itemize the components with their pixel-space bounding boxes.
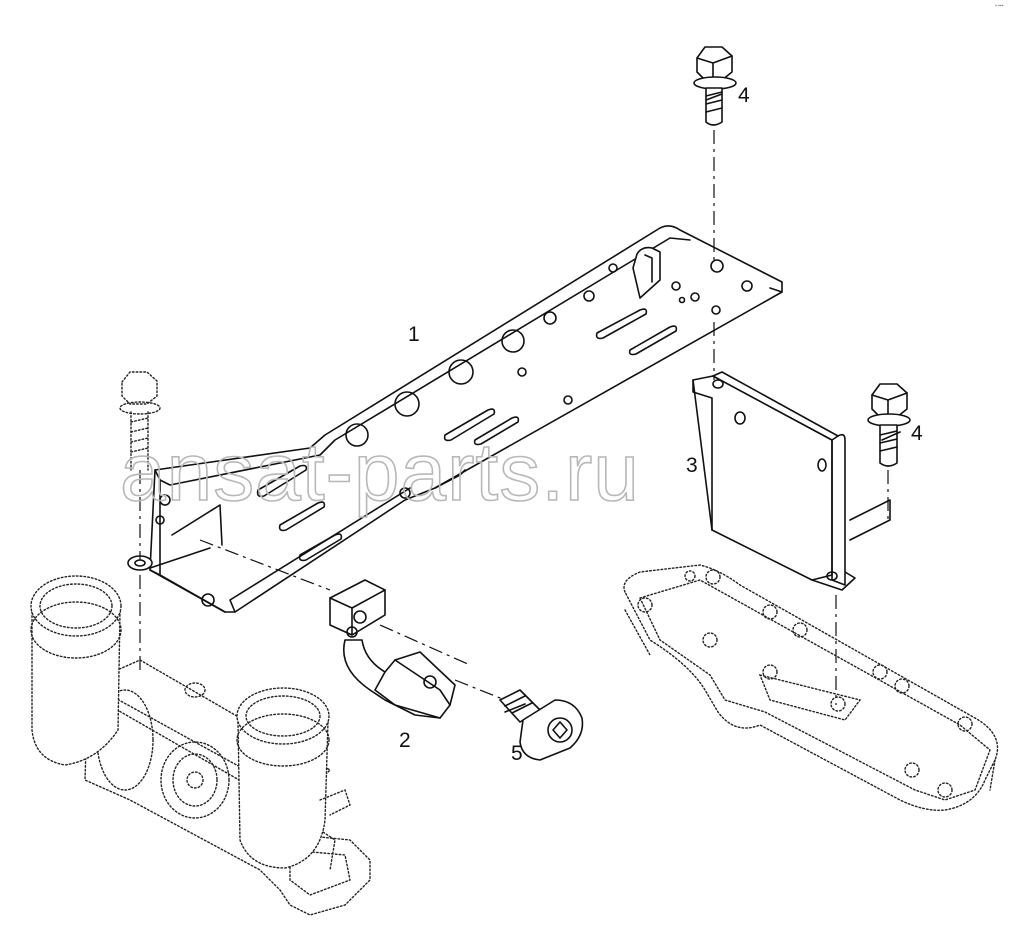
watermark-text: ansat-parts.ru bbox=[120, 427, 640, 518]
leader-line-4-top bbox=[705, 93, 723, 101]
assembly-center-lines bbox=[139, 130, 889, 705]
housing-left-dotted bbox=[30, 575, 371, 916]
callout-1: 1 bbox=[408, 323, 420, 346]
corner-mark: ▪ ▪▪▪ bbox=[995, 3, 1004, 9]
callout-4-right: 4 bbox=[911, 422, 923, 445]
bracket-part-1 bbox=[149, 225, 783, 613]
callout-3: 3 bbox=[686, 454, 698, 477]
leader-line-4-right bbox=[881, 431, 901, 441]
callout-2: 2 bbox=[399, 729, 411, 752]
gasket-right-dotted bbox=[623, 564, 999, 811]
washer-left bbox=[127, 547, 211, 571]
clamp-part-2 bbox=[329, 579, 456, 719]
bolt-ghost-left bbox=[119, 371, 161, 471]
callout-4-top: 4 bbox=[738, 84, 750, 107]
leader-line-5 bbox=[504, 703, 526, 713]
plate-part-3 bbox=[692, 371, 891, 591]
bolt-part-4-right bbox=[867, 383, 911, 467]
callout-5: 5 bbox=[511, 742, 523, 765]
bolt-part-4-top bbox=[693, 46, 737, 126]
